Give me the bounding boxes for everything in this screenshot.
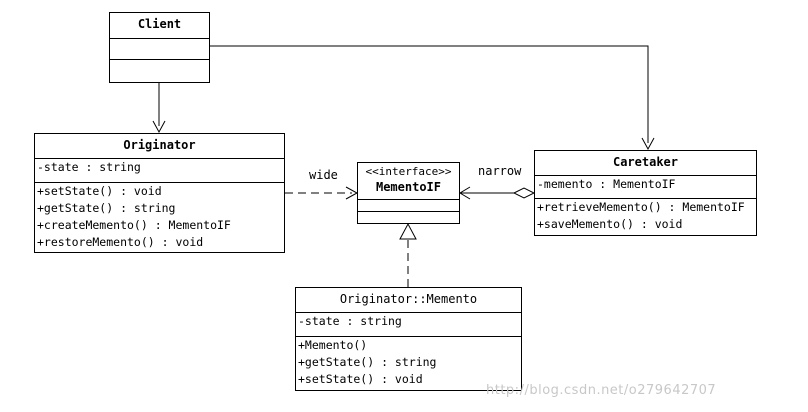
originator-class-name: Originator [35,134,284,159]
caretaker-to-mementoif-arrowhead [459,186,471,200]
memento-attribute: -state : string [298,314,402,328]
originator-operations-section: +setState() : void +getState() : string … [35,183,284,251]
mementoif-header: <<interface>> MementoIF [358,163,459,200]
originator-operation: +createMemento() : MementoIF [37,218,231,232]
client-to-originator-arrowhead [152,120,166,134]
caretaker-operation: +retrieveMemento() : MementoIF [537,200,745,214]
memento-attributes-section: -state : string [296,313,521,337]
memento-operation: +Memento() [298,338,368,352]
caretaker-operation: +saveMemento() : void [537,217,683,231]
watermark: http://blog.csdn.net/o279642707 [486,383,717,398]
originator-operation: +getState() : string [37,201,176,215]
client-attributes-section [110,39,209,60]
originator-operation: +restoreMemento() : void [37,235,204,249]
narrow-label: narrow [478,164,522,178]
caretaker-attributes-section: -memento : MementoIF [535,176,756,199]
memento-operation: +setState() : void [298,372,423,386]
mementoif-attributes-section [358,200,459,212]
originator-attribute: -state : string [37,160,141,174]
mementoif-interface[interactable]: <<interface>> MementoIF [357,162,460,224]
wide-label: wide [309,168,338,182]
originator-operation: +setState() : void [37,184,162,198]
originator-class[interactable]: Originator -state : string +setState() :… [34,133,285,253]
client-class[interactable]: Client [109,12,210,83]
memento-class-name: Originator::Memento [296,288,521,313]
originator-attributes-section: -state : string [35,159,284,183]
client-to-caretaker-line [209,45,649,143]
memento-operations-section: +Memento() +getState() : string +setStat… [296,337,521,388]
mementoif-stereotype: <<interface>> [365,165,452,178]
client-class-name: Client [110,13,209,39]
caretaker-operations-section: +retrieveMemento() : MementoIF +saveMeme… [535,199,756,233]
caretaker-class[interactable]: Caretaker -memento : MementoIF +retrieve… [534,150,757,236]
client-operations-section [110,60,209,82]
client-to-caretaker-arrowhead [641,137,655,151]
memento-operation: +getState() : string [298,355,437,369]
caretaker-attribute: -memento : MementoIF [537,177,676,191]
mementoif-name: MementoIF [375,180,442,194]
memento-class[interactable]: Originator::Memento -state : string +Mem… [295,287,522,391]
aggregation-diamond [512,187,536,199]
caretaker-class-name: Caretaker [535,151,756,176]
realization-triangle [399,222,417,240]
mementoif-operations-section [358,212,459,222]
